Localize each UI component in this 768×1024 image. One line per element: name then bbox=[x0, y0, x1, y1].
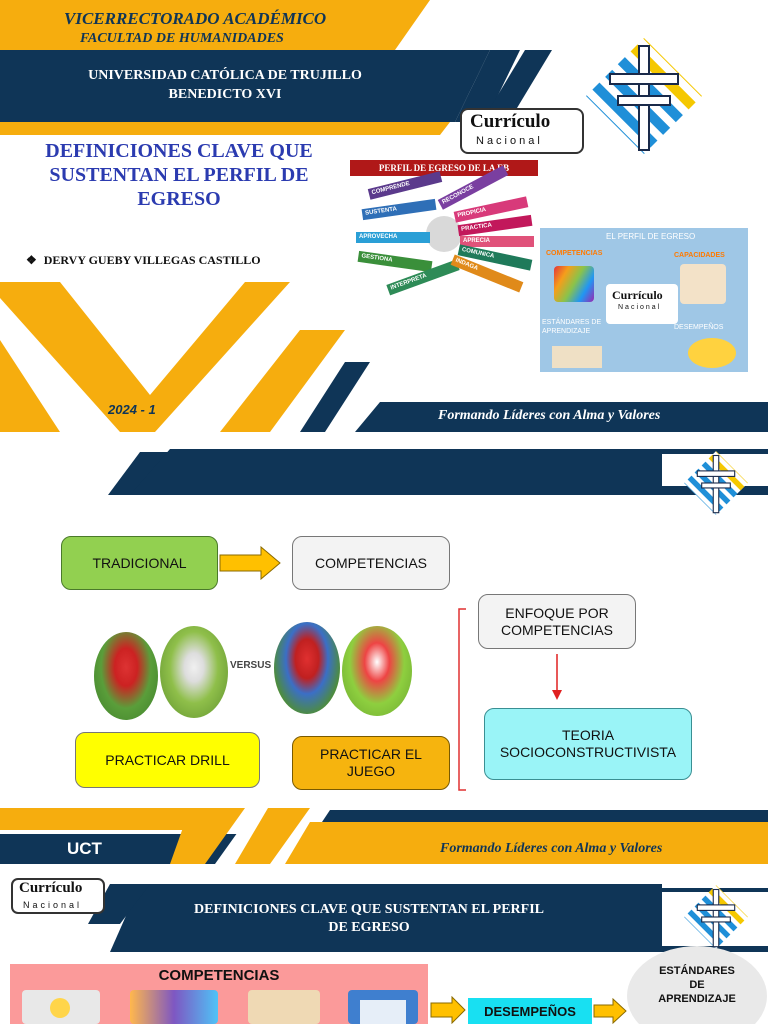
practicar-drill-box: PRACTICAR DRILL bbox=[75, 732, 260, 788]
perfil-item-label: APROVECHA bbox=[356, 232, 430, 243]
bullet-icon: ❖ bbox=[26, 253, 37, 267]
competencias-panel-title: COMPETENCIAS bbox=[158, 967, 280, 984]
poster-title: EL PERFIL DE EGRESO bbox=[606, 232, 696, 241]
motto-2: Formando Líderes con Alma y Valores bbox=[440, 841, 663, 856]
competencias-panel: COMPETENCIAS bbox=[10, 964, 428, 1024]
bracket-shape bbox=[458, 608, 466, 791]
author-line: ❖ DERVY GUEBY VILLEGAS CASTILLO bbox=[26, 253, 261, 268]
game-photo-2 bbox=[342, 626, 412, 716]
perfil-item-label: SUSTENTA bbox=[361, 198, 437, 221]
arrow-right-icon-2 bbox=[430, 996, 466, 1024]
poster-desempenos: DESEMPEÑOS bbox=[674, 324, 724, 331]
page-title: DEFINICIONES CLAVE QUE SUSTENTAN EL PERF… bbox=[45, 140, 313, 210]
drill-photo-1 bbox=[94, 632, 158, 720]
versus-label: VERSUS bbox=[230, 660, 272, 671]
estandares-circle: ESTÁNDARES DE APRENDIZAJE bbox=[627, 946, 767, 1024]
vicerrectorado-heading: VICERRECTORADO ACADÉMICO bbox=[64, 9, 327, 28]
poster-logo-word: Currículo bbox=[612, 288, 663, 302]
calendar-icon bbox=[348, 990, 418, 1024]
arrow-right-icon-3 bbox=[593, 998, 627, 1024]
uct-cross-logo bbox=[586, 38, 702, 154]
child-learning-image bbox=[248, 990, 320, 1024]
facultad-heading: FACULTAD DE HUMANIDADES bbox=[80, 31, 284, 46]
lightbulb-icon bbox=[22, 990, 100, 1024]
student-image bbox=[688, 338, 736, 368]
poster-logo-subword: Nacional bbox=[618, 304, 662, 311]
practicar-juego-box: PRACTICAR EL JUEGO bbox=[292, 736, 450, 790]
poster-competencias: COMPETENCIAS bbox=[546, 250, 603, 257]
poster-center-logo: Currículo Nacional bbox=[606, 284, 678, 324]
slide-1: VICERRECTORADO ACADÉMICO FACULTAD DE HUM… bbox=[0, 0, 768, 432]
slide-2: TRADICIONAL COMPETENCIAS ENFOQUE POR COM… bbox=[0, 432, 768, 864]
author-name: DERVY GUEBY VILLEGAS CASTILLO bbox=[43, 253, 261, 267]
uct-label: UCT bbox=[67, 839, 102, 858]
desempenos-box: DESEMPEÑOS bbox=[468, 998, 592, 1024]
curriculo-nacional-logo: Currículo Nacional bbox=[460, 108, 584, 154]
logo-subword: Nacional bbox=[476, 135, 543, 147]
universidad-line-1: UNIVERSIDAD CATÓLICA DE TRUJILLO bbox=[88, 68, 362, 83]
year-label: 2024 - 1 bbox=[108, 402, 156, 417]
children-group-image bbox=[130, 990, 218, 1024]
poster-estandares: ESTÁNDARES DE APRENDIZAJE bbox=[542, 319, 602, 336]
game-photo-1 bbox=[274, 622, 340, 714]
arrow-right-icon bbox=[219, 546, 281, 580]
perfil-item-label: APRECIA bbox=[460, 236, 534, 247]
perfil-egreso-poster: EL PERFIL DE EGRESO COMPETENCIAS CAPACID… bbox=[540, 228, 748, 372]
poster-capacidades: CAPACIDADES bbox=[674, 252, 725, 259]
teoria-box: TEORIA SOCIOCONSTRUCTIVISTA bbox=[484, 708, 692, 780]
universidad-name: UNIVERSIDAD CATÓLICA DE TRUJILLO BENEDIC… bbox=[30, 67, 420, 105]
children-drawing-image bbox=[680, 264, 726, 304]
motto: Formando Líderes con Alma y Valores bbox=[438, 408, 661, 423]
estandares-label: ESTÁNDARES DE APRENDIZAJE bbox=[658, 965, 736, 1005]
soccer-versus-image: VERSUS bbox=[90, 620, 420, 720]
slide-3-background-shapes bbox=[88, 884, 768, 952]
arrow-down-icon bbox=[552, 654, 562, 700]
competencias-box: COMPETENCIAS bbox=[292, 536, 450, 590]
slide-3: Currículo Nacional DEFINICIONES CLAVE QU… bbox=[0, 864, 768, 1024]
enfoque-box: ENFOQUE POR COMPETENCIAS bbox=[478, 594, 636, 649]
perfil-item-label: GESTIONA bbox=[357, 250, 433, 273]
colorful-figures-image bbox=[554, 266, 594, 302]
infographic-title: PERFIL DE EGRESO DE LA EB bbox=[350, 160, 538, 176]
kids-image bbox=[552, 346, 602, 368]
drill-photo-2 bbox=[160, 626, 228, 718]
slide-3-title: DEFINICIONES CLAVE QUE SUSTENTAN EL PERF… bbox=[194, 902, 544, 936]
universidad-line-2: BENEDICTO XVI bbox=[168, 86, 282, 102]
slide-2-background-shapes bbox=[0, 449, 768, 864]
tradicional-box: TRADICIONAL bbox=[61, 536, 218, 590]
curriculo-nacional-logo-2: Currículo Nacional bbox=[11, 878, 105, 914]
logo-word: Currículo bbox=[470, 111, 551, 132]
uct-cross-logo-small-2 bbox=[684, 885, 748, 949]
slide-1-background-shapes bbox=[0, 0, 768, 432]
uct-cross-logo-small bbox=[684, 451, 748, 515]
logo-subword-2: Nacional bbox=[23, 900, 83, 910]
logo-word-2: Currículo bbox=[19, 880, 83, 896]
